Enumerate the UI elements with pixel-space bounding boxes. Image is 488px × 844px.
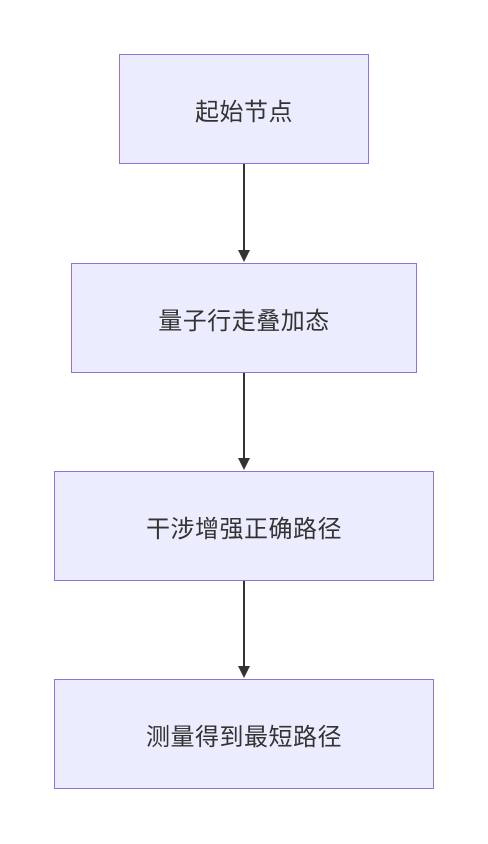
- node-quantum-walk-superposition: 量子行走叠加态: [71, 263, 417, 373]
- node-interference-amplify-label: 干涉增强正确路径: [146, 514, 342, 543]
- node-interference-amplify: 干涉增强正确路径: [54, 471, 434, 581]
- node-start: 起始节点: [119, 54, 369, 164]
- node-start-label: 起始节点: [195, 97, 293, 126]
- node-measure-shortest-path: 测量得到最短路径: [54, 679, 434, 789]
- node-measure-shortest-path-label: 测量得到最短路径: [146, 722, 342, 751]
- node-quantum-walk-superposition-label: 量子行走叠加态: [158, 306, 330, 335]
